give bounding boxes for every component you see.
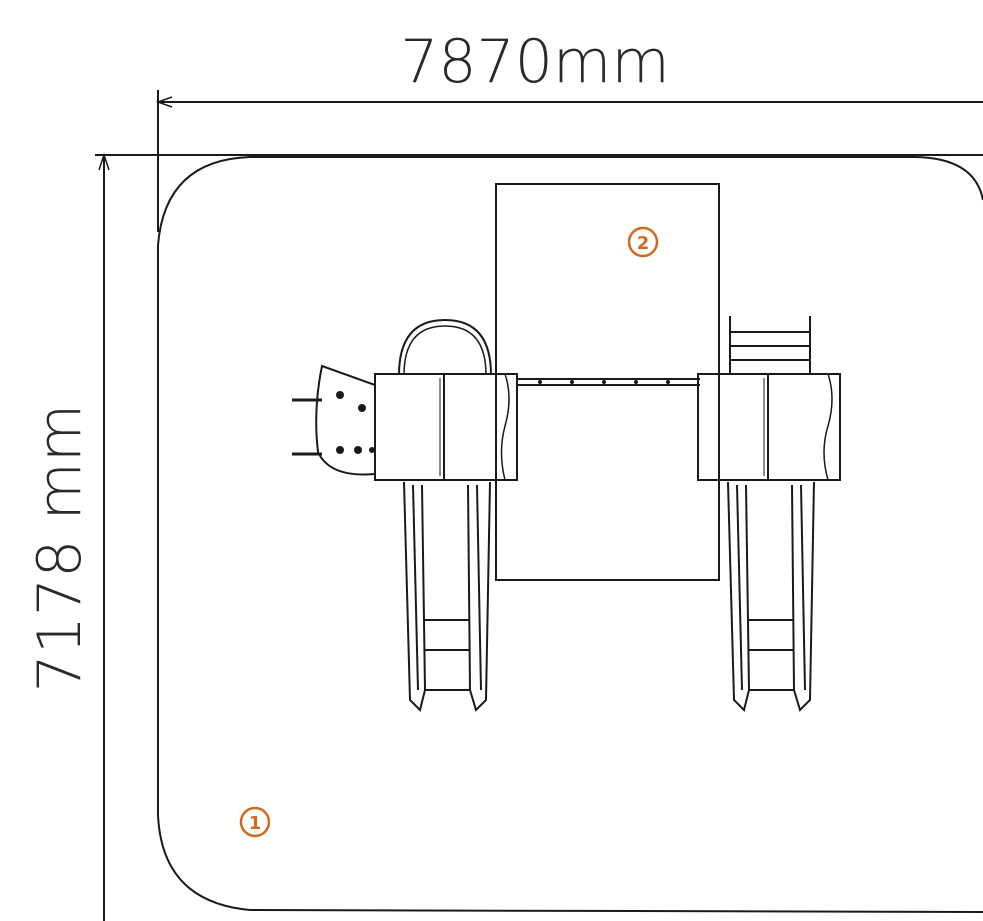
climbing-wall (315, 364, 376, 476)
svg-text:1: 1 (249, 813, 262, 834)
zone-marker-2: 2 (627, 226, 659, 258)
bridge (517, 378, 700, 386)
height-label: 7178 mm (25, 404, 95, 693)
climbing-holds (336, 391, 375, 454)
left-platform (374, 373, 518, 481)
svg-text:2: 2 (637, 233, 650, 254)
height-dimension (95, 152, 983, 921)
arch-climber (398, 318, 492, 376)
width-dimension (155, 90, 983, 232)
ladder (729, 316, 811, 374)
left-slide (403, 481, 491, 712)
right-tower (697, 316, 841, 712)
zone-marker-1: 1 (239, 806, 271, 838)
impact-area (495, 183, 720, 581)
width-label: 7870mm (400, 27, 670, 97)
right-slide (727, 481, 815, 712)
safety-area-boundary (157, 156, 983, 913)
bridge-bolts (538, 380, 670, 384)
left-tower (292, 318, 518, 712)
